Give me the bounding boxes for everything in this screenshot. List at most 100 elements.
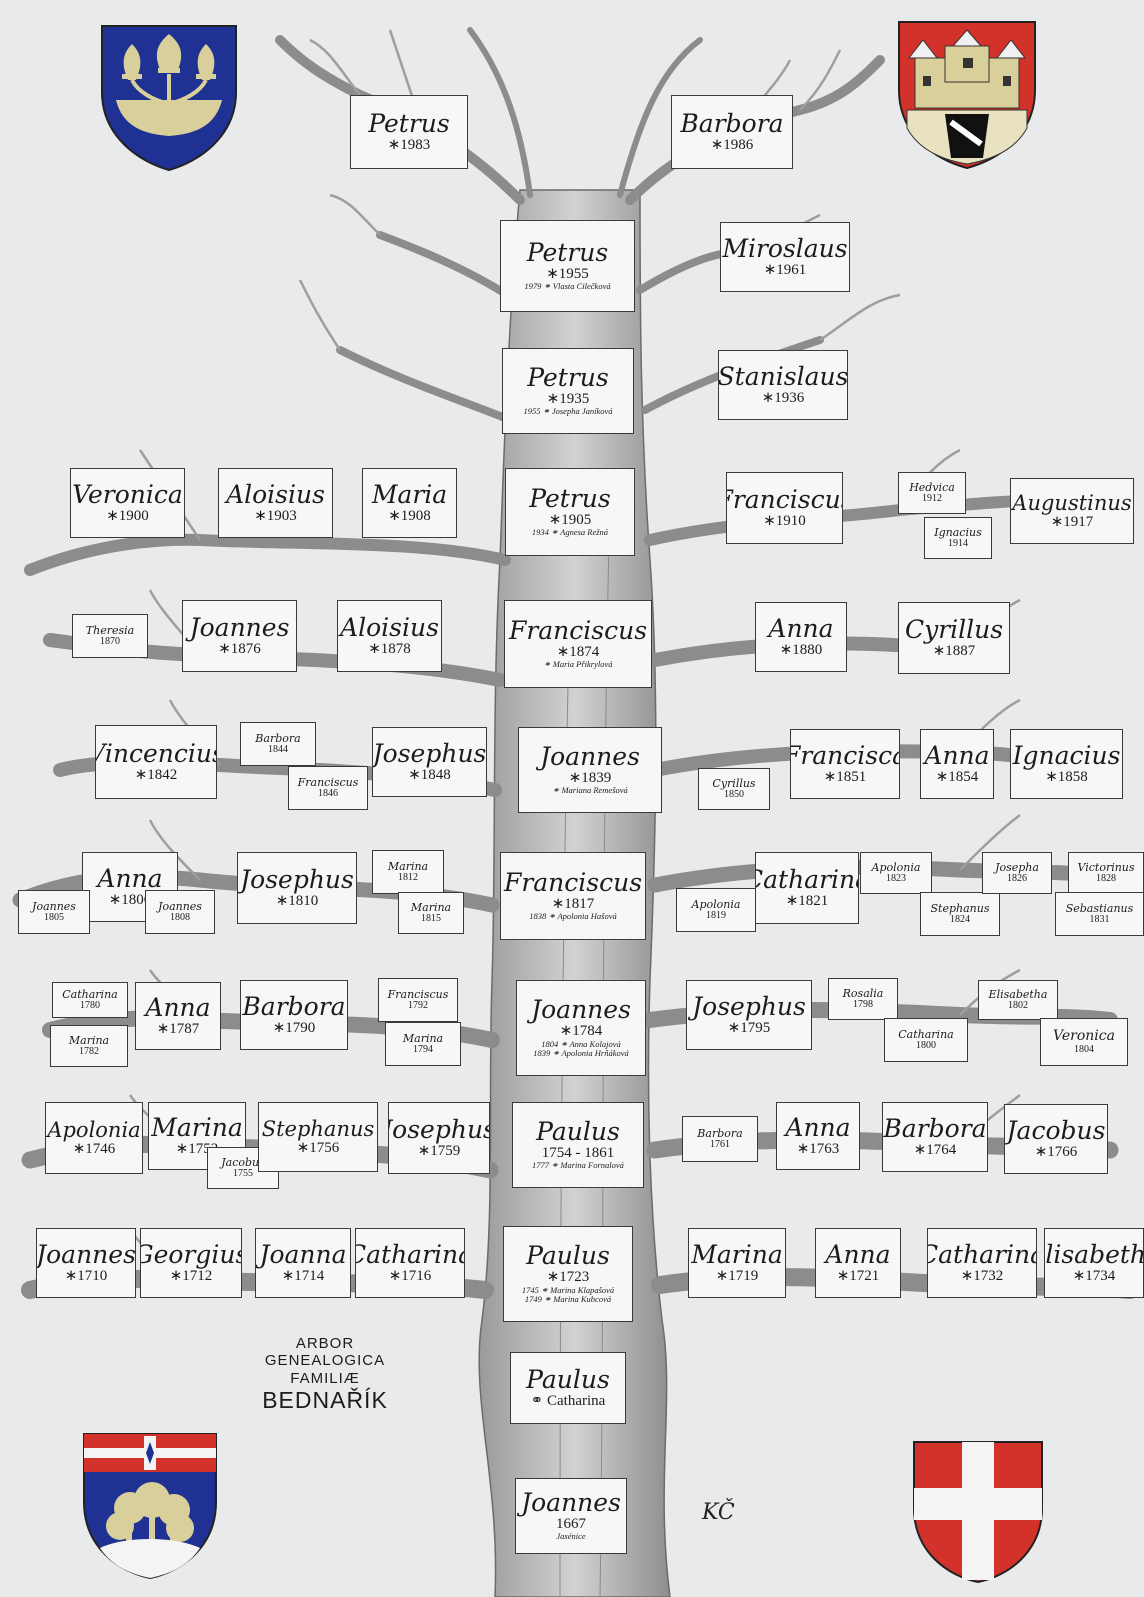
- member-name: Petrus: [526, 237, 609, 267]
- title-line-1: ARBOR: [295, 1335, 355, 1352]
- member-place: Jasénice: [556, 1531, 586, 1542]
- member-date: 1812: [398, 872, 418, 884]
- member-name: Franciscus: [387, 987, 449, 1001]
- tree-title: ARBOR GENEALOGICA FAMILIÆ BEDNAŘÍK: [240, 1335, 410, 1414]
- member-name: Catharina: [356, 1239, 464, 1269]
- member-anna-1721: Anna∗1721: [815, 1228, 901, 1298]
- member-marriage: 1934 ⚭ Agnesa Režná: [531, 527, 609, 538]
- member-name: Josepha: [995, 860, 1039, 874]
- member-date: ∗1766: [1034, 1143, 1078, 1160]
- member-date: 1754 - 1861: [541, 1144, 615, 1161]
- member-catharina-1716: Catharina∗1716: [355, 1228, 465, 1298]
- member-date: 1826: [1007, 873, 1027, 885]
- member-date: ∗1734: [1072, 1267, 1116, 1284]
- member-name: Marina: [691, 1239, 783, 1269]
- member-date: ∗1887: [932, 642, 976, 659]
- member-name: Aloisius: [226, 479, 325, 509]
- member-date: ∗1917: [1050, 513, 1094, 530]
- member-date: ∗1763: [796, 1140, 840, 1157]
- member-date: 1846: [318, 788, 338, 800]
- member-date: ∗1795: [727, 1019, 771, 1036]
- member-name: Anna: [768, 613, 834, 643]
- member-marriage: 1955 ⚭ Josepha Janíková: [523, 406, 613, 417]
- member-date: 1870: [100, 636, 120, 648]
- member-date: ∗1764: [913, 1141, 957, 1158]
- member-name: Jacobus: [221, 1155, 265, 1169]
- member-date: ∗1910: [763, 512, 806, 529]
- member-name: Vincencius: [96, 738, 216, 768]
- member-name: Apolonia: [47, 1117, 141, 1142]
- member-date: 1828: [1096, 873, 1116, 885]
- member-date: ∗1983: [387, 136, 431, 153]
- member-marriage: ⚭ Maria Přikrylová: [543, 659, 613, 670]
- member-name: Francisca: [791, 740, 899, 770]
- member-name: Ignacius: [1012, 740, 1121, 770]
- member-name: Barbora: [697, 1126, 743, 1140]
- member-marina-1752: Marina∗1752: [148, 1102, 246, 1170]
- member-marriage-second: 1749 ⚭ Marina Kubcová: [524, 1294, 612, 1305]
- member-name: Elisabetha: [988, 987, 1048, 1001]
- member-date: ∗1986: [710, 136, 754, 153]
- member-date: 1761: [710, 1139, 730, 1151]
- member-joannes-1710: Joannes∗1710: [36, 1228, 136, 1298]
- member-name: Barbora: [680, 108, 784, 138]
- member-josephus-1759: Josephus∗1759: [388, 1102, 490, 1174]
- member-date: 1805: [44, 912, 64, 924]
- member-apolonia-1746: Apolonia∗1746: [45, 1102, 143, 1174]
- member-marriage: 1804 ⚭ Anna Kolajová: [541, 1038, 621, 1049]
- trees-cross-shield-icon: [83, 1433, 217, 1580]
- member-date: ∗1787: [156, 1020, 200, 1037]
- member-name: Franciscus: [727, 484, 842, 514]
- member-date: ∗1903: [254, 507, 297, 524]
- member-date: 1831: [1089, 914, 1110, 926]
- member-date: ∗1719: [715, 1267, 759, 1284]
- member-vincencius-1842: Vincencius∗1842: [95, 725, 217, 799]
- title-family-name: BEDNAŘÍK: [262, 1386, 388, 1413]
- member-date: 1823: [886, 873, 906, 885]
- member-date: ∗1721: [836, 1267, 880, 1284]
- member-date: ∗1806: [108, 891, 152, 908]
- member-anna-1854: Anna∗1854: [920, 729, 994, 799]
- member-date: ∗1905: [548, 511, 592, 528]
- member-name: Veronica: [72, 479, 183, 509]
- artist-signature: KČ: [702, 1500, 735, 1525]
- member-date: ∗1848: [408, 766, 451, 783]
- member-date: ∗1817: [551, 895, 595, 912]
- member-name: Catharina: [928, 1239, 1036, 1269]
- member-name: Barbora: [242, 991, 346, 1021]
- member-date: 1794: [413, 1044, 433, 1056]
- member-name: Paulus: [526, 1240, 610, 1270]
- member-elisabetha-1734: Elisabetha∗1734: [1044, 1228, 1144, 1298]
- member-stanislaus-1936: Stanislaus∗1936: [718, 350, 848, 420]
- member-name: Apolonia: [691, 897, 741, 911]
- member-date: 1798: [853, 999, 873, 1011]
- member-name: Joannes: [189, 612, 290, 642]
- member-date: ∗1746: [72, 1140, 116, 1157]
- member-date: 1850: [724, 789, 744, 801]
- member-date: 1782: [79, 1046, 99, 1058]
- white-cross-shield-icon: [913, 1441, 1043, 1584]
- member-name: Catharina: [756, 864, 858, 894]
- member-name: Sebastianus: [1065, 901, 1134, 915]
- member-augustinus-1917: Augustinus∗1917: [1010, 478, 1134, 544]
- member-josephus-1848: Josephus∗1848: [372, 727, 487, 797]
- member-name: Hedvica: [909, 480, 955, 494]
- member-name: Josephus: [692, 991, 806, 1021]
- member-name: Joanna: [259, 1239, 347, 1269]
- member-name: Franciscus: [503, 867, 643, 897]
- member-date: ∗1723: [546, 1269, 590, 1286]
- member-name: Marina: [387, 859, 429, 873]
- member-date: 1800: [916, 1040, 936, 1052]
